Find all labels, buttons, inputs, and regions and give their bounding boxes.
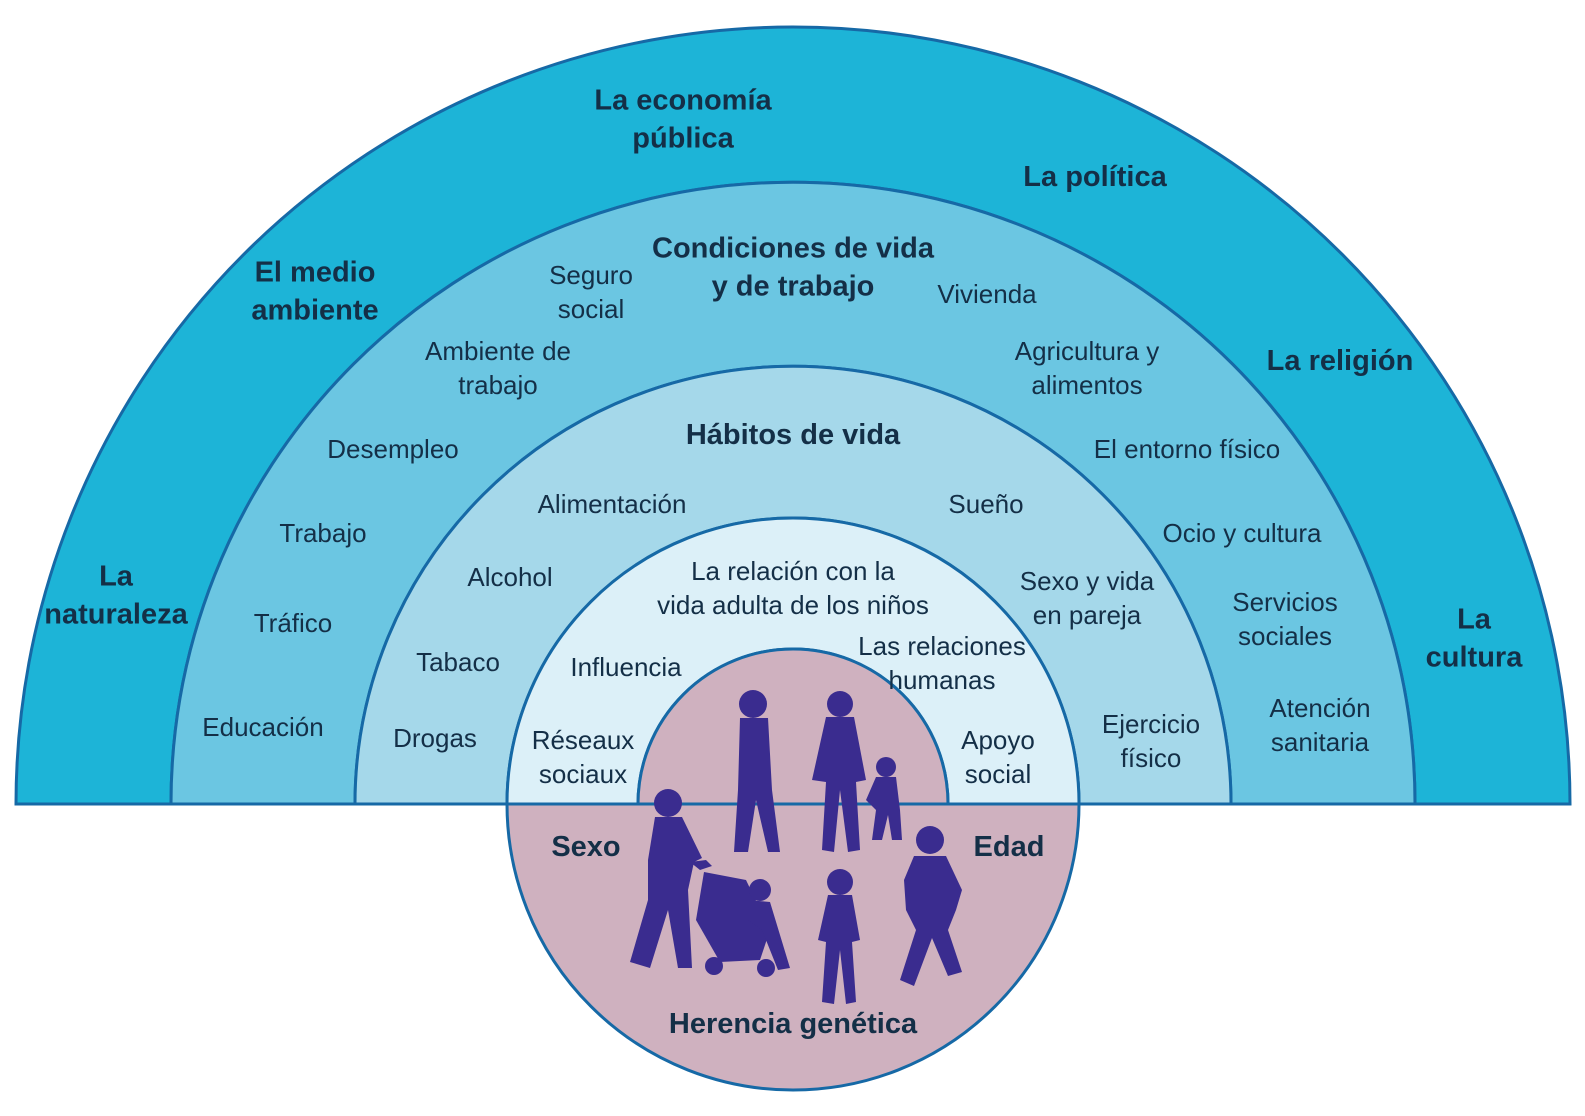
label-tabaco: Tabaco (416, 647, 500, 678)
label-condiciones-title: Condiciones de vida y de trabajo (652, 232, 934, 302)
label-alcohol: Alcohol (467, 562, 553, 593)
label-ejercicio-fisico: Ejercicio físico (1101, 709, 1201, 773)
label-ambiente-trabajo: Ambiente de trabajo (425, 336, 571, 400)
label-atencion-sanitaria: Atención sanitaria (1269, 693, 1371, 757)
label-religion: La religión (1266, 345, 1414, 378)
label-educacion: Educación (202, 712, 324, 743)
label-politica: La política (1023, 161, 1167, 194)
label-relacion-ninos: La relación con la vida adulta de los ni… (657, 556, 929, 620)
child-walking-figure (866, 757, 902, 840)
label-cultura: La cultura (1425, 603, 1523, 673)
label-drogas: Drogas (393, 723, 477, 754)
label-sexo: Sexo (551, 831, 621, 864)
child-in-stroller-figure (748, 879, 790, 970)
label-herencia-genetica: Herencia genética (668, 1008, 918, 1041)
label-entorno-fisico: El entorno físico (1093, 434, 1281, 465)
label-relaciones-humanas: Las relaciones humanas (858, 631, 1026, 695)
woman-standing-figure (818, 869, 860, 1004)
label-vivienda: Vivienda (937, 279, 1037, 310)
older-woman-walking-figure (900, 826, 962, 986)
core-upper (636, 647, 950, 806)
label-habitos-title: Hábitos de vida (685, 419, 901, 452)
label-trabajo: Trabajo (279, 518, 367, 549)
woman-walking-figure (812, 691, 866, 852)
label-reseaux-sociaux: Réseaux sociaux (531, 725, 635, 789)
man-walking-figure (734, 690, 780, 852)
label-edad: Edad (973, 831, 1045, 864)
label-medio-ambiente: El medio ambiente (251, 256, 379, 326)
people-silhouettes (630, 690, 962, 1004)
label-economia-publica: La economía pública (594, 84, 772, 154)
label-sueno: Sueño (948, 489, 1024, 520)
label-ocio-cultura: Ocio y cultura (1162, 518, 1322, 549)
label-desempleo: Desempleo (327, 434, 459, 465)
man-with-stroller-figure (630, 789, 712, 968)
label-sexo-vida-pareja: Sexo y vida en pareja (1019, 566, 1155, 630)
label-servicios-sociales: Servicios sociales (1232, 587, 1338, 651)
label-apoyo-social: Apoyo social (961, 725, 1035, 789)
label-seguro-social: Seguro social (549, 260, 633, 324)
label-agricultura: Agricultura y alimentos (1014, 336, 1160, 400)
label-alimentacion: Alimentación (537, 489, 687, 520)
label-naturaleza: La naturaleza (44, 560, 188, 630)
label-influencia: Influencia (570, 652, 682, 683)
label-trafico: Tráfico (253, 608, 333, 639)
